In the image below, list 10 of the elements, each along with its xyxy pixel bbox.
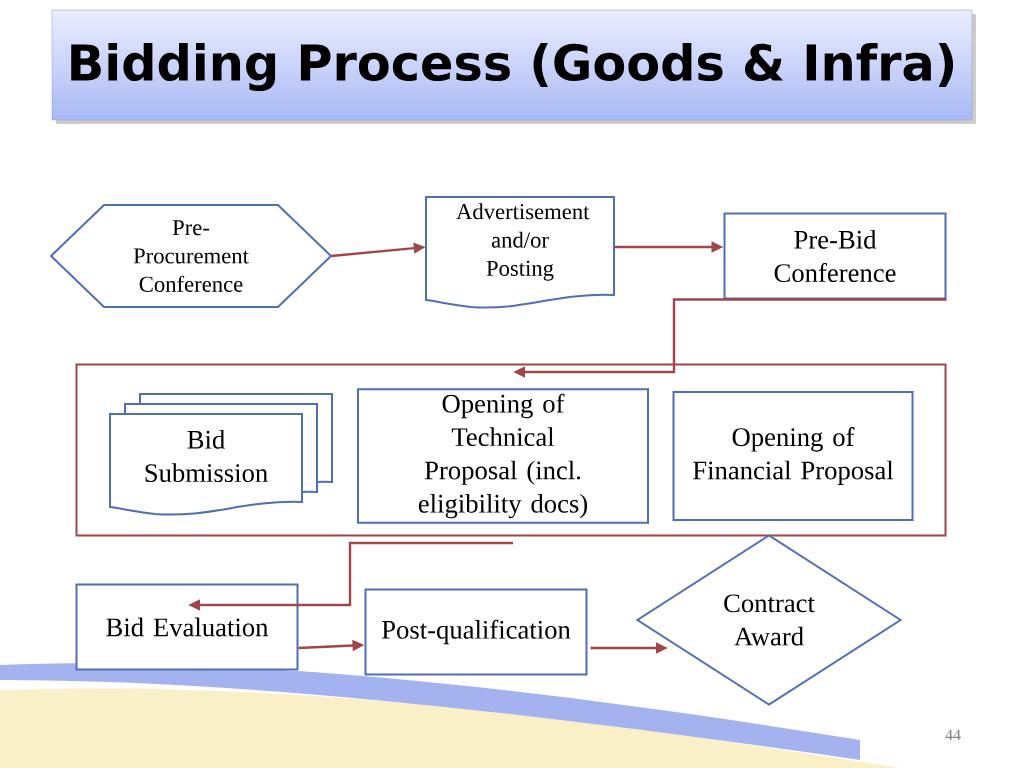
process-box: Pre-Bid Conference (723, 212, 947, 300)
title-banner: Bidding Process (Goods & Infra) (51, 9, 976, 124)
process-box: Post-qualification (364, 588, 588, 676)
document-node: Advertisement and/or Posting (425, 196, 615, 309)
process-box: Opening of Financial Proposal (672, 391, 914, 521)
page-number: 44 (945, 729, 961, 741)
process-box: Bid Evaluation (75, 583, 299, 671)
group-frame (75, 363, 947, 537)
document-stack-node: Bid Submission (109, 393, 333, 516)
process-box: Opening of Technical Proposal (incl. eligibility docs) (357, 388, 649, 524)
